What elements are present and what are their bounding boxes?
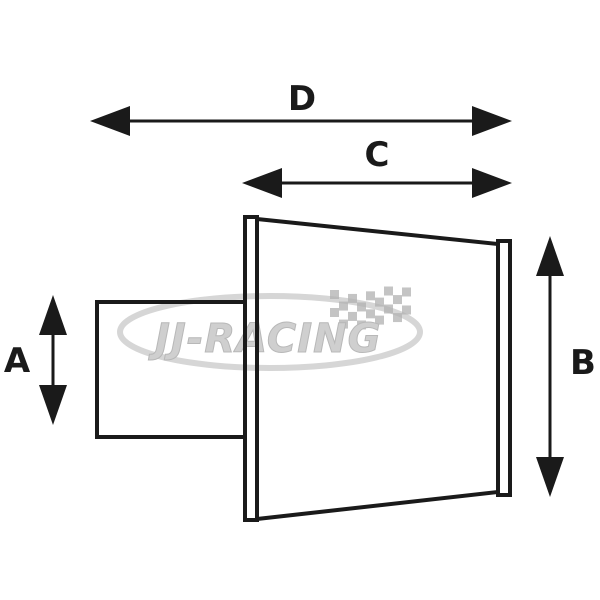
filter-body [95,215,512,522]
dimension-d: D [90,79,512,136]
dimension-b-label: B [570,343,596,383]
dimension-a-arrow-bottom [39,385,67,425]
dimension-c-arrow-right [472,168,512,198]
dimension-a: A [4,295,67,425]
end-cap [496,239,512,497]
watermark: JJ-RACING [117,286,423,371]
dimension-a-label: A [4,341,31,381]
watermark-text: JJ-RACING [148,316,381,362]
dimension-c-label: C [365,135,390,175]
dimension-c-arrow-left [242,168,282,198]
dimension-d-arrow-left [90,106,130,136]
dimension-b-arrow-top [536,236,564,276]
inlet-pipe [95,300,245,439]
watermark-swoosh [117,293,423,371]
checkered-flag-icon [330,286,411,330]
dimension-c: C [242,135,512,198]
dimension-b: B [536,236,596,497]
dimension-d-label: D [288,79,316,119]
dimension-d-arrow-right [472,106,512,136]
dimension-b-arrow-bottom [536,457,564,497]
dimension-a-arrow-top [39,295,67,335]
front-flange [243,215,259,522]
